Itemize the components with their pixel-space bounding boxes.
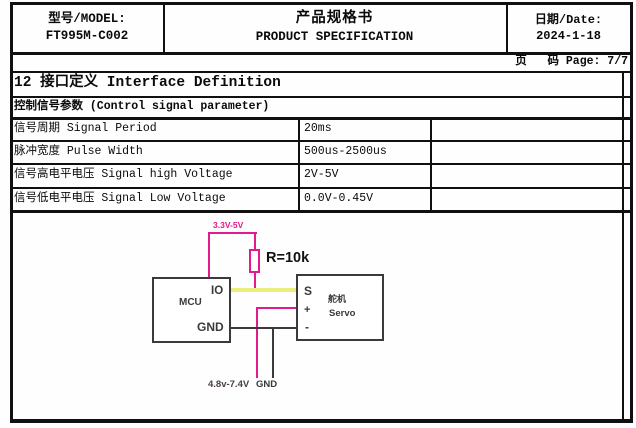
- page-number: 页 码 Page: 7/7: [515, 55, 628, 68]
- mcu-label: MCU: [179, 297, 202, 308]
- row-label: 信号高电平电压 Signal high Voltage: [14, 168, 233, 181]
- row-label: 脉冲宽度 Pulse Width: [14, 145, 143, 158]
- mcu-pin-gnd: GND: [197, 320, 224, 334]
- line-pagerow-bottom: [10, 71, 633, 73]
- control-params-title: 控制信号参数 (Control signal parameter): [14, 100, 270, 113]
- battery-voltage-label: 4.8v-7.4V: [208, 379, 250, 390]
- signal-wire-io-to-s: [229, 288, 297, 292]
- line-row-1: [10, 140, 633, 142]
- border-bottom: [10, 419, 633, 423]
- model-value: FT995M-C002: [45, 28, 129, 43]
- line-right-margin-col: [622, 71, 624, 421]
- date-value: 2024-1-18: [536, 29, 601, 43]
- mcu-pin-io: IO: [211, 285, 224, 297]
- servo-pin-plus: +: [304, 304, 311, 316]
- ground-wire-vertical: [272, 327, 274, 378]
- servo-box: S + - 舵机 Servo: [296, 274, 384, 341]
- row-value: 500us-2500us: [304, 145, 387, 158]
- doc-title-cn: 产品规格书: [295, 10, 374, 27]
- header-model-cell: 型号/MODEL: FT995M-C002: [13, 5, 161, 50]
- line-row-2: [10, 163, 633, 165]
- row-value: 0.0V-0.45V: [304, 192, 374, 205]
- servo-label-cn: 舵机: [328, 294, 347, 304]
- border-top: [10, 2, 633, 5]
- power-wire-resistor-top: [254, 232, 256, 250]
- power-wire-top-horizontal: [208, 232, 257, 234]
- servo-pin-minus: -: [305, 320, 309, 334]
- line-table-col-2: [430, 117, 432, 210]
- doc-title-en: PRODUCT SPECIFICATION: [255, 29, 414, 44]
- line-section-bottom: [10, 96, 633, 98]
- supply-voltage-label: 3.3V-5V: [213, 220, 244, 230]
- ground-label: GND: [256, 379, 278, 390]
- row-label: 信号周期 Signal Period: [14, 122, 157, 135]
- header-title-cell: 产品规格书 PRODUCT SPECIFICATION: [165, 5, 504, 50]
- mcu-box: MCU IO GND: [152, 277, 231, 343]
- line-table-bottom: [10, 210, 633, 213]
- header-date-cell: 日期/Date: 2024-1-18: [508, 7, 629, 49]
- model-label: 型号/MODEL:: [48, 11, 126, 26]
- resistor-value-label: R=10k: [266, 250, 310, 266]
- servo-label-en: Servo: [329, 308, 356, 319]
- resistor-symbol: [249, 249, 260, 273]
- power-wire-left-vertical: [208, 232, 210, 278]
- date-label: 日期/Date:: [534, 13, 603, 27]
- line-header-div-1: [163, 2, 165, 52]
- row-value: 20ms: [304, 122, 332, 135]
- line-row-3: [10, 187, 633, 189]
- line-table-col-1: [298, 117, 300, 210]
- servo-pin-s: S: [304, 284, 313, 298]
- section-title: 12 接口定义 Interface Definition: [14, 75, 281, 91]
- ground-wire-horizontal: [229, 327, 297, 329]
- power-wire-plus-vertical: [256, 307, 258, 378]
- power-wire-resistor-bottom: [254, 272, 256, 289]
- row-value: 2V-5V: [304, 168, 339, 181]
- power-wire-plus-horizontal: [256, 307, 297, 309]
- row-label: 信号低电平电压 Signal Low Voltage: [14, 192, 226, 205]
- line-header-bottom: [10, 52, 633, 55]
- line-subheader-bottom: [10, 117, 633, 120]
- line-header-div-2: [506, 2, 508, 52]
